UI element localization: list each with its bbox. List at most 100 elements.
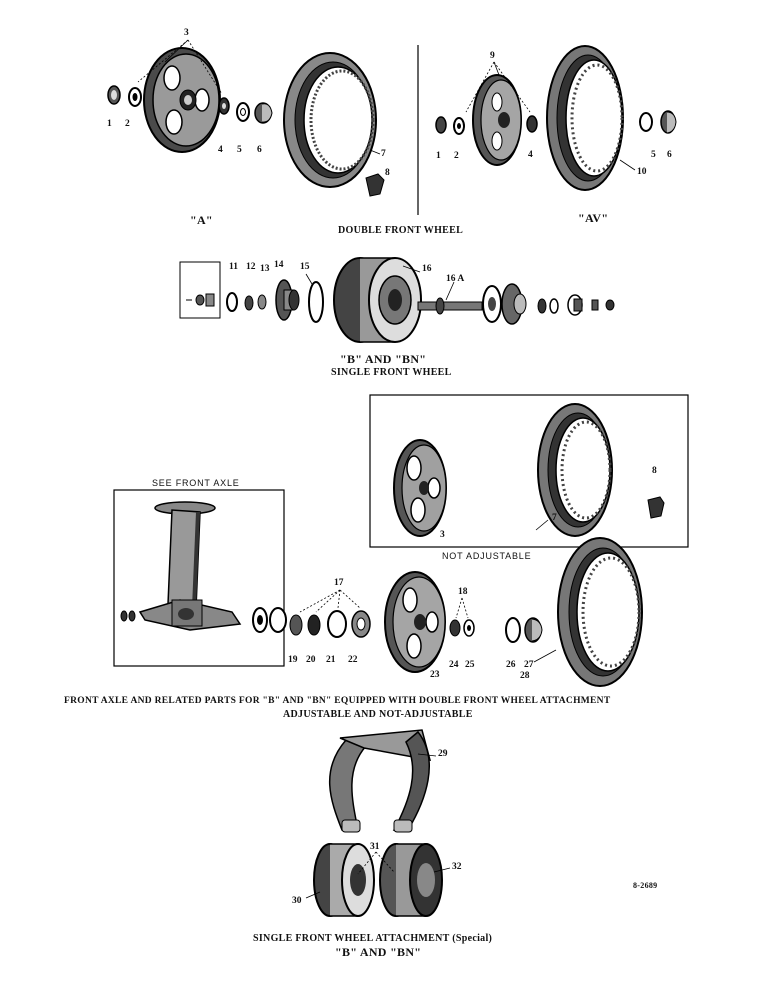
caption-attachment-line2: "B" AND "BN": [335, 945, 422, 959]
caption-model-av: "AV": [578, 211, 609, 225]
caption-b-bn: "B" AND "BN": [340, 352, 427, 366]
part-number: 4: [528, 150, 533, 160]
bearing-icon: [289, 614, 303, 636]
bearing-icon: [327, 610, 347, 638]
part-number: 1: [436, 151, 441, 161]
roller-wheel-icon: [379, 843, 443, 917]
part-number: 12: [246, 262, 256, 272]
part-number: 20: [306, 655, 316, 665]
front-axle-assembly: [120, 501, 643, 687]
fork-icon: [328, 729, 432, 833]
part-number: 5: [651, 150, 656, 160]
part-number: 27: [524, 660, 534, 670]
bearing-icon: [257, 294, 267, 310]
part-number: 5: [237, 145, 242, 155]
wheel-disc-icon: [472, 74, 522, 166]
bearing-icon: [449, 619, 461, 637]
bearing-icon: [435, 116, 447, 134]
part-number: 11: [229, 262, 238, 272]
not-adjustable-assembly: [393, 403, 665, 537]
drawing-number: 8-2689: [633, 881, 658, 890]
see-front-axle-box: [113, 489, 285, 667]
roller-wheel-icon: [313, 843, 375, 917]
single-front-wheel-assembly: [179, 257, 615, 343]
part-number: 9: [490, 51, 495, 61]
part-number: 25: [465, 660, 475, 670]
bearing-icon: [537, 298, 547, 314]
bearing-icon: [269, 607, 287, 633]
part-number: 21: [326, 655, 336, 665]
rim-icon: [537, 403, 613, 537]
caption-not-adjustable: NOT ADJUSTABLE: [442, 551, 532, 561]
part-number: 16: [422, 264, 432, 274]
caption-front-axle-line2: ADJUSTABLE AND NOT-ADJUSTABLE: [283, 709, 473, 720]
bearing-icon: [549, 298, 559, 314]
bearing-icon: [307, 614, 321, 636]
part-number: 1: [107, 119, 112, 129]
bearing-icon: [226, 292, 238, 312]
caption-model-a: "A": [190, 213, 213, 227]
hub-icon: [501, 283, 527, 325]
model-a-assembly: [107, 39, 385, 197]
part-number: 7: [552, 513, 557, 523]
bearing-icon: [526, 115, 538, 133]
gasket-icon: [308, 281, 324, 323]
part-number: 4: [218, 145, 223, 155]
part-number: 8: [385, 168, 390, 178]
part-number: 23: [430, 670, 440, 680]
caption-attachment-line1: SINGLE FRONT WHEEL ATTACHMENT (Special): [253, 933, 493, 944]
part-number: 7: [381, 149, 386, 159]
clamp-icon: [365, 173, 385, 197]
rim-icon: [557, 537, 643, 687]
hub-icon: [275, 279, 300, 321]
axle-spindle-icon: [138, 501, 242, 631]
part-number: 19: [288, 655, 298, 665]
wheel-disc-icon: [393, 439, 447, 537]
part-number: 3: [184, 28, 189, 38]
part-number: 26: [506, 660, 516, 670]
part-number: 6: [257, 145, 262, 155]
rim-icon: [283, 52, 377, 188]
caption-single-front-wheel: SINGLE FRONT WHEEL: [331, 367, 452, 378]
part-number: 16 A: [446, 274, 465, 284]
part-number: 22: [348, 655, 358, 665]
rim-icon: [546, 45, 624, 191]
wheel-disc-icon: [143, 47, 221, 153]
inset-box: [179, 261, 221, 319]
part-number: 2: [454, 151, 459, 161]
part-number: 29: [438, 749, 448, 759]
part-number: 28: [520, 671, 530, 681]
part-number: 14: [274, 260, 284, 270]
part-number: 30: [292, 896, 302, 906]
axle-spindle-icon: [417, 297, 483, 315]
caption-double-front-wheel: DOUBLE FRONT WHEEL: [338, 225, 464, 236]
gasket-icon: [639, 112, 653, 132]
caption-see-front-axle: SEE FRONT AXLE: [152, 478, 240, 488]
hub-cap-icon: [524, 617, 543, 643]
gasket-icon: [505, 617, 521, 643]
part-number: 8: [652, 466, 657, 476]
part-number: 32: [452, 862, 462, 872]
hub-cap-icon: [567, 294, 583, 316]
part-number: 6: [667, 150, 672, 160]
wheel-disc-icon: [384, 571, 446, 673]
clamp-icon: [647, 496, 665, 519]
part-number: 24: [449, 660, 459, 670]
part-number: 18: [458, 587, 468, 597]
part-number: 10: [637, 167, 647, 177]
caption-front-axle-line1: FRONT AXLE AND RELATED PARTS FOR "B" AND…: [64, 696, 611, 706]
roller-wheel-icon: [333, 257, 422, 343]
hub-cap-icon: [660, 110, 677, 134]
hub-cap-icon: [254, 102, 273, 124]
model-av-assembly: [435, 45, 677, 191]
not-adjustable-box: [369, 394, 689, 548]
part-number: 15: [300, 262, 310, 272]
part-number: 2: [125, 119, 130, 129]
part-number: 13: [260, 264, 270, 274]
attachment-assembly: [305, 729, 451, 917]
part-number: 31: [370, 842, 380, 852]
bearing-icon: [244, 295, 254, 311]
part-number: 17: [334, 578, 344, 588]
part-number: 3: [440, 530, 445, 540]
